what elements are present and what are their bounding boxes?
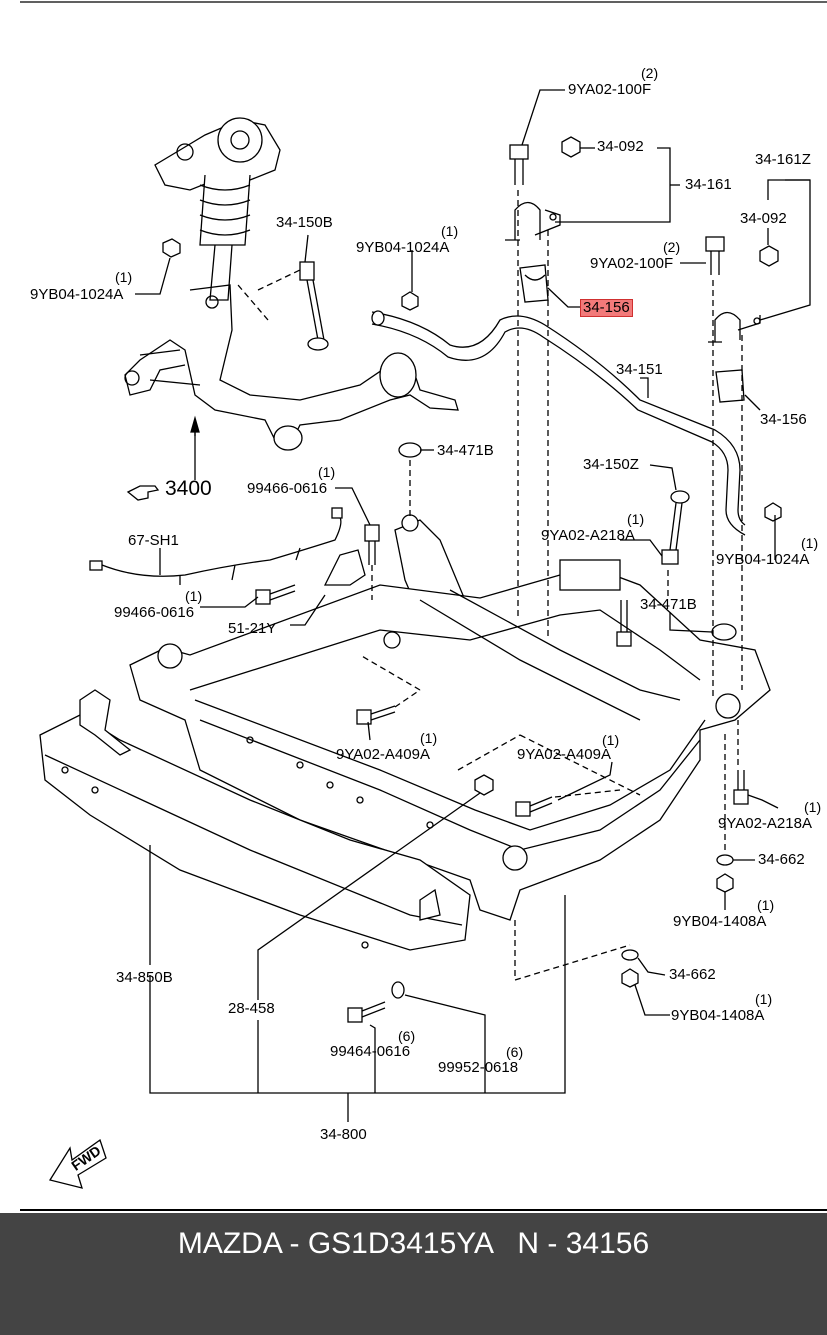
label-9ya02-a409a-left: 9YA02-A409A bbox=[336, 746, 430, 763]
bushing-right bbox=[715, 369, 745, 403]
footer-bar: MAZDA - GS1D3415YA N - 34156 bbox=[0, 1213, 827, 1335]
qty-99466-0616-top: (1) bbox=[318, 464, 336, 480]
nut-right-link bbox=[764, 502, 782, 522]
label-34-151: 34-151 bbox=[616, 361, 663, 378]
nut-link-top bbox=[401, 291, 419, 311]
stabilizer-bar bbox=[371, 310, 746, 536]
label-34-800: 34-800 bbox=[320, 1126, 367, 1143]
bolt-9ya02-a218a-center bbox=[616, 600, 632, 647]
label-99952-0618: 99952-0618 bbox=[438, 1059, 519, 1076]
pointer-hand-icon bbox=[126, 485, 160, 501]
bolt-top-center bbox=[509, 144, 529, 185]
label-34-161z: 34-161Z bbox=[755, 151, 811, 168]
label-34-471b-right: 34-471B bbox=[640, 596, 697, 613]
bolt-9ya02-a409a-right bbox=[515, 796, 553, 817]
nut-9yb04-1408a-a bbox=[716, 873, 734, 893]
crossmember-frame bbox=[129, 559, 771, 921]
qty-9yb04-1024a-top: (1) bbox=[441, 223, 459, 239]
label-9ya02-a218a-right: 9YA02-A218A bbox=[718, 815, 812, 832]
mount-insulator-left bbox=[398, 442, 422, 458]
lower-control-arm bbox=[124, 284, 459, 451]
qty-9yb04-1408a-top: (1) bbox=[757, 897, 775, 913]
label-34-662-top: 34-662 bbox=[758, 851, 805, 868]
label-34-150z: 34-150Z bbox=[583, 456, 639, 473]
leader-lines bbox=[135, 89, 811, 1122]
qty-9ya02-a409a-left: (1) bbox=[420, 730, 438, 746]
bolt-vertical-99466 bbox=[364, 524, 380, 565]
front-reinforcement-bar bbox=[39, 689, 471, 951]
bushing-center bbox=[519, 264, 549, 303]
label-34-150b: 34-150B bbox=[276, 214, 333, 231]
stabilizer-link-left bbox=[299, 261, 329, 351]
label-3400: 3400 bbox=[165, 477, 212, 500]
stabilizer-link-right bbox=[661, 490, 690, 565]
mount-insulator-right bbox=[711, 623, 737, 641]
label-9yb04-1408a-bottom: 9YB04-1408A bbox=[671, 1007, 765, 1024]
washer-34-662-b bbox=[621, 949, 639, 961]
qty-9ya02-a409a-right: (1) bbox=[602, 732, 620, 748]
label-9ya02-a409a-right: 9YA02-A409A bbox=[517, 746, 611, 763]
strut-assembly bbox=[154, 117, 281, 301]
qty-9ya02-a218a-right: (1) bbox=[804, 799, 822, 815]
qty-99466-0616-left: (1) bbox=[185, 588, 203, 604]
bolt-horizontal-99466 bbox=[255, 584, 296, 605]
label-99466-0616-left: 99466-0616 bbox=[114, 604, 195, 621]
bracket-51-21y bbox=[323, 549, 366, 586]
qty-9yb04-1024a-right: (1) bbox=[801, 535, 819, 551]
wiring-harness bbox=[89, 507, 343, 585]
nut-left bbox=[162, 238, 181, 258]
label-34-156-highlighted[interactable]: 34-156 bbox=[580, 299, 633, 317]
label-99464-0616: 99464-0616 bbox=[330, 1043, 411, 1060]
label-34-662-bottom: 34-662 bbox=[669, 966, 716, 983]
nut-right-top bbox=[759, 245, 779, 267]
bolt-99464-0616 bbox=[347, 1001, 386, 1023]
washer-34-662-a bbox=[716, 854, 734, 866]
label-9yb04-1408a-top: 9YB04-1408A bbox=[673, 913, 767, 930]
label-34-092-right: 34-092 bbox=[740, 210, 787, 227]
label-99466-0616-top: 99466-0616 bbox=[247, 480, 328, 497]
label-51-21y: 51-21Y bbox=[228, 620, 277, 637]
qty-9ya02-100f-top: (2) bbox=[641, 65, 659, 81]
label-34-092-center: 34-092 bbox=[597, 138, 644, 155]
fwd-arrow-icon bbox=[48, 1138, 107, 1189]
nut-28-458 bbox=[474, 774, 494, 796]
bolt-9ya02-a409a-left bbox=[356, 705, 396, 725]
qty-99952-0618: (6) bbox=[506, 1044, 524, 1060]
label-9yb04-1024a-left: 9YB04-1024A bbox=[30, 286, 124, 303]
label-9ya02-a218a-center: 9YA02-A218A bbox=[541, 527, 635, 544]
label-67-sh1: 67-SH1 bbox=[128, 532, 179, 549]
label-9yb04-1024a-right: 9YB04-1024A bbox=[716, 551, 810, 568]
qty-9yb04-1408a-bottom: (1) bbox=[755, 991, 773, 1007]
nut-top-center bbox=[561, 136, 581, 158]
qty-9ya02-100f-right: (2) bbox=[663, 239, 681, 255]
label-34-471b-top: 34-471B bbox=[437, 442, 494, 459]
label-9ya02-100f-right: 9YA02-100F bbox=[590, 255, 674, 272]
label-34-850b: 34-850B bbox=[116, 969, 173, 986]
qty-9yb04-1024a-left: (1) bbox=[115, 269, 133, 285]
label-9yb04-1024a-top: 9YB04-1024A bbox=[356, 239, 450, 256]
diagram-drawing bbox=[20, 1, 827, 1211]
bushing-bracket-right bbox=[708, 311, 761, 343]
label-34-161: 34-161 bbox=[685, 176, 732, 193]
part-number-caption: MAZDA - GS1D3415YA N - 34156 bbox=[177, 1227, 650, 1260]
bolt-right bbox=[705, 236, 725, 275]
label-9ya02-100f-top: 9YA02-100F bbox=[568, 81, 652, 98]
parts-diagram: 9YA02-100F (2) 34-092 34-161 34-161Z 34-… bbox=[20, 1, 827, 1211]
bushing-bracket-center bbox=[505, 201, 561, 241]
nut-9yb04-1408a-b bbox=[621, 968, 639, 988]
bolt-9ya02-a218a-right bbox=[733, 770, 749, 805]
qty-99464-0616: (6) bbox=[398, 1028, 416, 1044]
washer-99952-0618 bbox=[391, 981, 405, 999]
qty-9ya02-a218a-center: (1) bbox=[627, 511, 645, 527]
label-28-458: 28-458 bbox=[228, 1000, 275, 1017]
label-34-156-right: 34-156 bbox=[760, 411, 807, 428]
